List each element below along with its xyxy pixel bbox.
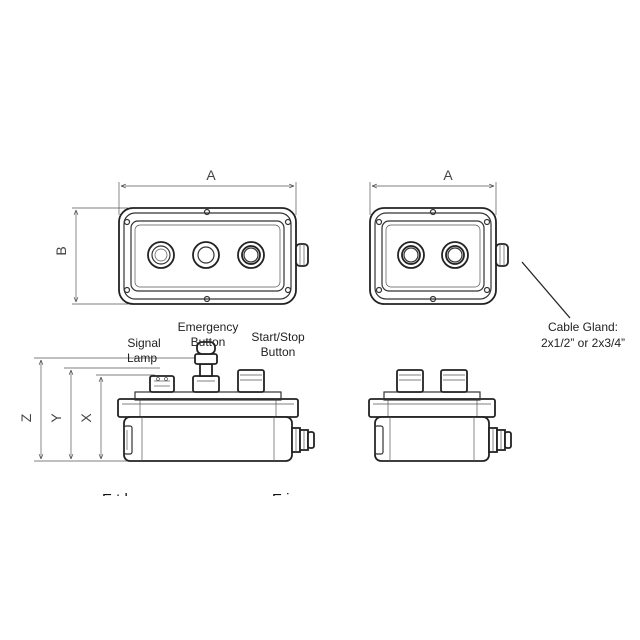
cut-off-caption: E t l E i xyxy=(102,491,290,508)
cable-gland-leader xyxy=(521,261,571,319)
signal-lamp-hole xyxy=(147,241,175,269)
cut-off-caption-right: E i xyxy=(272,491,290,508)
dimension-a-label-right: A xyxy=(443,167,453,183)
hole-left-two xyxy=(397,241,425,269)
start-stop-label-line2: Button xyxy=(261,345,296,359)
cable-gland-label-line2: 2x1/2” or 2x3/4” xyxy=(541,336,625,350)
cut-off-caption-left: E t l xyxy=(102,491,128,508)
cable-gland-left xyxy=(295,243,309,267)
signal-lamp xyxy=(149,375,175,393)
front-button-left-two xyxy=(396,369,424,393)
emergency-button-hole xyxy=(192,241,220,269)
start-stop-label-line1: Start/Stop xyxy=(251,330,305,344)
dimension-a-label-left: A xyxy=(206,167,216,183)
front-cable-gland-right xyxy=(488,427,512,453)
emergency-button-label-line2: Button xyxy=(191,335,226,349)
front-view-three-hole: Z Y X xyxy=(18,341,315,462)
emergency-button-label-line1: Emergency xyxy=(178,320,239,334)
dimension-y-label: Y xyxy=(48,413,64,423)
hole-right-two xyxy=(441,241,469,269)
top-view-three-hole: A B xyxy=(53,167,309,305)
top-view-two-hole: A xyxy=(369,167,509,305)
signal-lamp-label-line2: Lamp xyxy=(127,351,157,365)
start-stop-button xyxy=(237,369,265,393)
signal-lamp-label-line1: Signal xyxy=(127,336,160,350)
emergency-button xyxy=(192,341,220,393)
dimension-x-label: X xyxy=(78,413,94,423)
dimension-b-label: B xyxy=(53,246,69,255)
cable-gland-right xyxy=(495,243,509,267)
start-stop-button-hole xyxy=(237,241,265,269)
cable-gland-label-line1: Cable Gland: xyxy=(548,320,618,334)
dimension-z-label: Z xyxy=(18,413,34,422)
front-cable-gland-left xyxy=(291,427,315,453)
front-button-right-two xyxy=(440,369,468,393)
front-view-two-hole xyxy=(368,369,512,462)
